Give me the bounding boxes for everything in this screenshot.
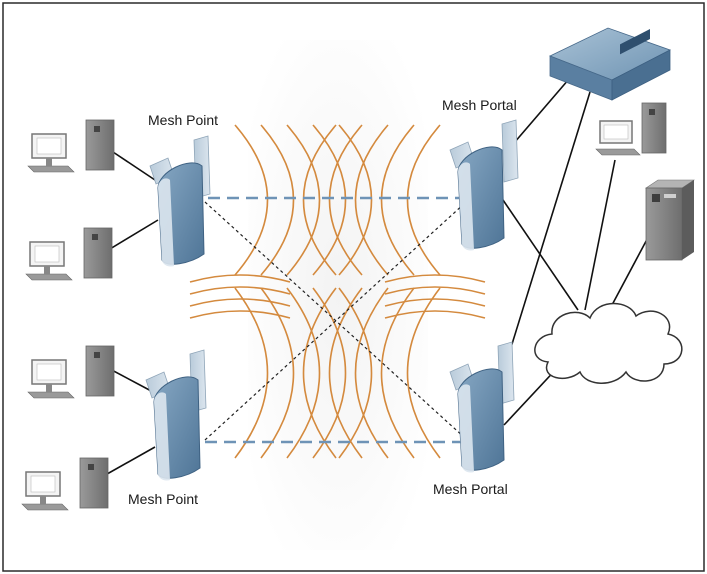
ap-mesh-point-top [149, 135, 211, 267]
computer-5 [595, 102, 667, 156]
wireless-link-diagonal-2 [204, 202, 466, 441]
radio-wave-arc [406, 287, 441, 459]
cloud-icon [534, 302, 683, 384]
radio-wave-arc [312, 124, 347, 276]
computer-1 [27, 119, 115, 173]
ap-mesh-portal-bottom [449, 341, 515, 473]
radio-wave-arc [189, 286, 291, 295]
radio-wave-arc [354, 124, 389, 276]
access-point-icon [149, 135, 211, 267]
access-point-icon [449, 341, 515, 473]
radio-wave-arc [234, 287, 269, 459]
wireless-link-diagonal-1 [204, 201, 466, 439]
wireless-links [204, 196, 466, 444]
ap-mesh-point-bottom [145, 349, 207, 481]
radio-wave-arc [384, 274, 486, 283]
radio-wave-arc [286, 287, 321, 459]
radio-wave-arc [234, 124, 269, 276]
tower-server-icon [645, 179, 695, 261]
radio-wave-arc [338, 287, 373, 459]
radio-wave-arc [328, 124, 363, 276]
radio-wave-arc [260, 124, 295, 276]
computer-4 [21, 457, 109, 511]
ap-mesh-portal-top [449, 119, 519, 251]
radio-wave-arc [338, 124, 373, 276]
radio-wave-arc [384, 298, 486, 307]
radio-wave-arc [189, 298, 291, 307]
radio-wave-arc [384, 286, 486, 295]
label-mesh-portal-bottom: Mesh Portal [433, 481, 508, 497]
desktop-computer-icon [25, 227, 113, 281]
radio-wave-arc [189, 274, 291, 283]
wave-background [248, 40, 428, 550]
computer-3 [27, 345, 115, 399]
radio-wave-arc [380, 287, 415, 459]
radio-wave-arc [354, 287, 389, 459]
access-point-icon [449, 119, 519, 251]
network-switch-icon [548, 27, 672, 101]
radio-wave-arc [286, 124, 321, 276]
label-mesh-point-bottom: Mesh Point [128, 491, 198, 507]
tower-server [645, 179, 695, 261]
desktop-computer-icon [21, 457, 109, 511]
label-mesh-portal-top: Mesh Portal [442, 97, 517, 113]
desktop-computer-icon [595, 102, 667, 156]
network-switch [548, 27, 672, 101]
label-mesh-point-top: Mesh Point [148, 112, 218, 128]
desktop-computer-icon [27, 119, 115, 173]
radio-waves [189, 124, 486, 459]
cloud [534, 302, 683, 384]
radio-wave-arc [302, 124, 337, 276]
radio-wave-arc [189, 310, 291, 319]
desktop-computer-icon [27, 345, 115, 399]
radio-wave-arc [384, 310, 486, 319]
wired-links [99, 71, 653, 479]
radio-wave-arc [312, 287, 347, 459]
computer-2 [25, 227, 113, 281]
radio-wave-arc [406, 124, 441, 276]
radio-wave-arc [380, 124, 415, 276]
access-point-icon [145, 349, 207, 481]
radio-wave-arc [260, 287, 295, 459]
